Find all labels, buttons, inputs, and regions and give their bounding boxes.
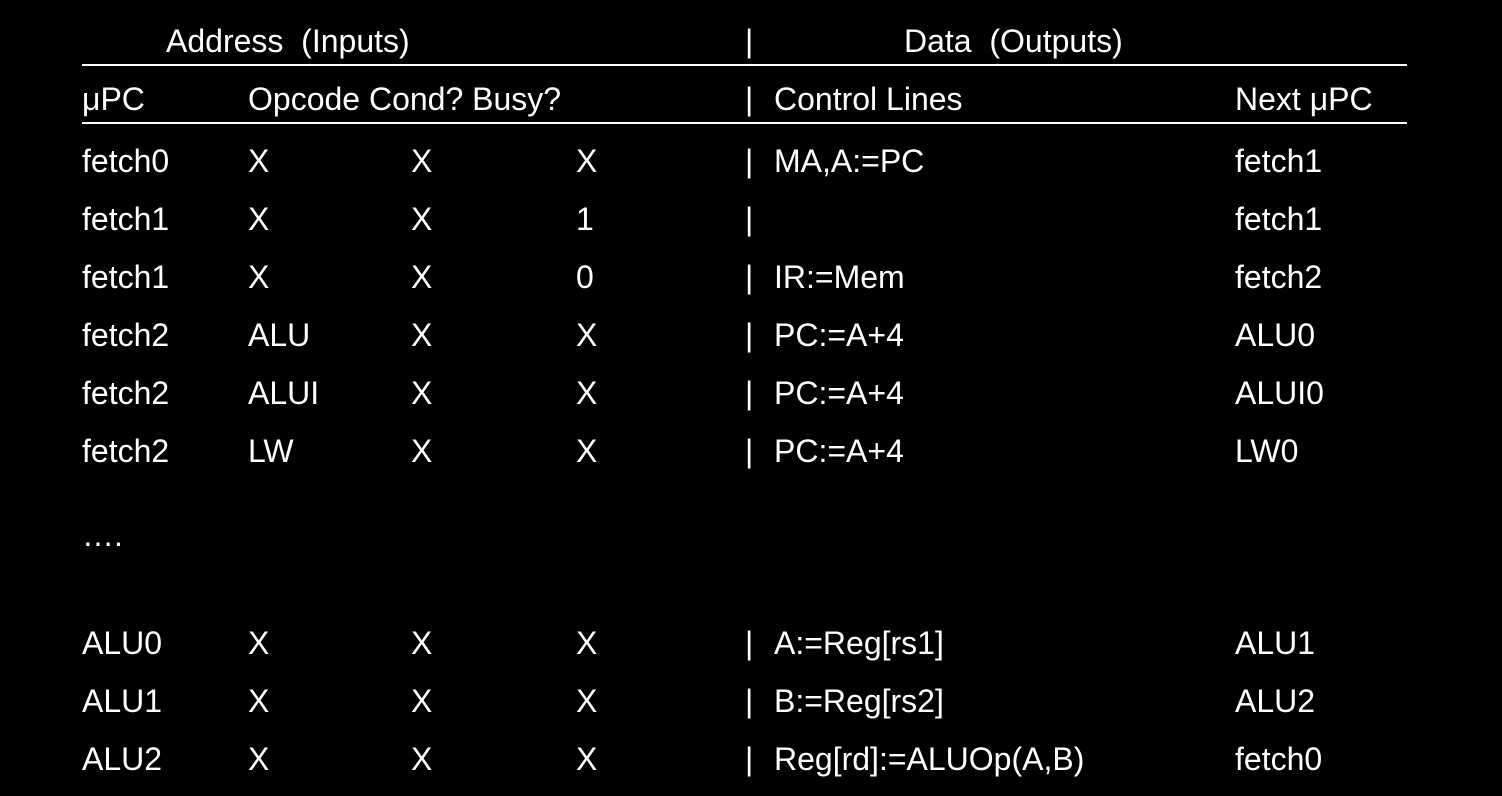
row-upc: fetch1: [82, 259, 170, 295]
row-control-lines: Reg[rd]:=ALUOp(A,B): [774, 741, 1085, 777]
row-separator: |: [745, 259, 754, 295]
row-cond: X: [411, 683, 433, 719]
row-cond: X: [411, 375, 433, 411]
row-opcode: X: [248, 625, 270, 661]
row-next-upc: LW0: [1235, 433, 1299, 469]
row-control-lines: B:=Reg[rs2]: [774, 683, 944, 719]
row-opcode: X: [248, 201, 270, 237]
row-next-upc: ALU1: [1235, 625, 1316, 661]
row-separator: |: [745, 683, 754, 719]
row-upc: fetch2: [82, 375, 170, 411]
row-busy: X: [576, 741, 598, 777]
row-next-upc: fetch1: [1235, 201, 1323, 237]
row-separator: |: [745, 433, 754, 469]
row-upc: ALU1: [82, 683, 163, 719]
row-separator: |: [745, 143, 754, 179]
column-upc: μPC: [82, 81, 145, 117]
row-busy: 0: [576, 259, 594, 295]
column-address-fields: Opcode Cond? Busy?: [248, 81, 562, 117]
row-busy: X: [576, 683, 598, 719]
row-cond: X: [411, 433, 433, 469]
row-separator: |: [745, 317, 754, 353]
row-cond: X: [411, 201, 433, 237]
row-control-lines: IR:=Mem: [774, 259, 905, 295]
row-busy: X: [576, 375, 598, 411]
header-row-address-data: [82, 18, 1407, 66]
row-busy: X: [576, 433, 598, 469]
row-cond: X: [411, 741, 433, 777]
row-next-upc: fetch0: [1235, 741, 1323, 777]
column-next-upc: Next μPC: [1235, 81, 1373, 117]
row-cond: X: [411, 259, 433, 295]
column-control-lines: Control Lines: [774, 81, 963, 117]
ellipsis: ….: [82, 517, 123, 553]
address-inputs-header: Address (Inputs): [166, 23, 410, 59]
data-outputs-header: Data (Outputs): [904, 23, 1123, 59]
row-next-upc: fetch2: [1235, 259, 1323, 295]
row-opcode: LW: [248, 433, 294, 469]
row-control-lines: A:=Reg[rs1]: [774, 625, 944, 661]
row-next-upc: ALUI0: [1235, 375, 1324, 411]
row-upc: fetch0: [82, 143, 170, 179]
row-busy: X: [576, 625, 598, 661]
row-upc: ALU2: [82, 741, 163, 777]
row-upc: ALU0: [82, 625, 163, 661]
row-busy: X: [576, 317, 598, 353]
row-opcode: ALUI: [248, 375, 320, 411]
row-cond: X: [411, 625, 433, 661]
column-separator: |: [745, 81, 754, 117]
row-control-lines: PC:=A+4: [774, 375, 904, 411]
row-upc: fetch2: [82, 317, 170, 353]
row-control-lines: PC:=A+4: [774, 433, 904, 469]
row-next-upc: fetch1: [1235, 143, 1323, 179]
row-opcode: X: [248, 741, 270, 777]
row-cond: X: [411, 317, 433, 353]
row-opcode: X: [248, 143, 270, 179]
row-separator: |: [745, 741, 754, 777]
column-header-row: [82, 76, 1407, 124]
header-separator: |: [745, 23, 754, 59]
row-busy: X: [576, 143, 598, 179]
row-upc: fetch1: [82, 201, 170, 237]
row-opcode: ALU: [248, 317, 311, 353]
row-separator: |: [745, 201, 754, 237]
row-upc: fetch2: [82, 433, 170, 469]
row-cond: X: [411, 143, 433, 179]
row-next-upc: ALU0: [1235, 317, 1316, 353]
row-next-upc: ALU2: [1235, 683, 1316, 719]
row-busy: 1: [576, 201, 594, 237]
row-control-lines: PC:=A+4: [774, 317, 904, 353]
row-separator: |: [745, 375, 754, 411]
row-separator: |: [745, 625, 754, 661]
row-opcode: X: [248, 683, 270, 719]
row-control-lines: MA,A:=PC: [774, 143, 925, 179]
row-opcode: X: [248, 259, 270, 295]
